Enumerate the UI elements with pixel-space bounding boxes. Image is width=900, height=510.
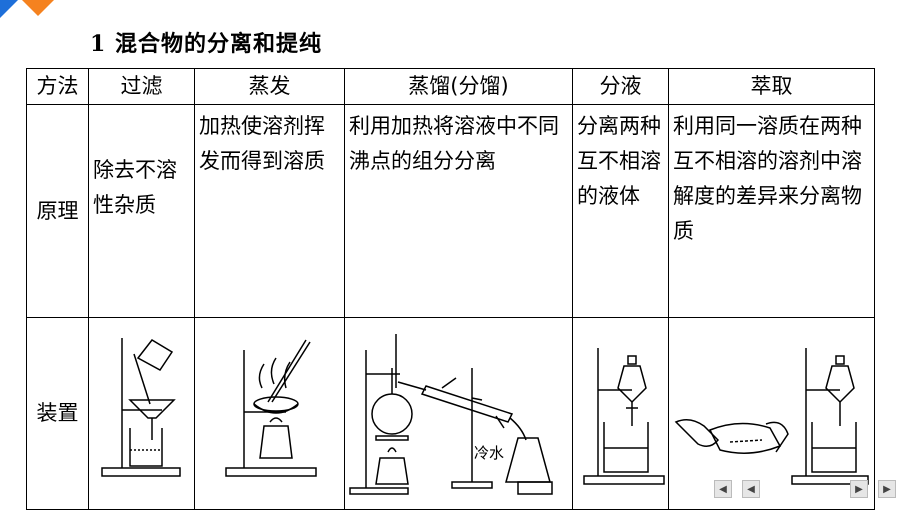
apparatus-extraction	[668, 317, 875, 510]
apparatus-distillation: 冷水	[344, 317, 573, 510]
header-filtration: 过滤	[88, 68, 195, 105]
row-label-principle: 原理	[26, 104, 89, 318]
header-distillation: 蒸馏(分馏)	[344, 68, 573, 105]
principle-filtration: 除去不溶性杂质	[88, 104, 195, 318]
principle-distillation: 利用加热将溶液中不同沸点的组分分离	[344, 104, 573, 318]
principle-separation: 分离两种互不相溶的液体	[572, 104, 669, 318]
separation-apparatus-image	[582, 348, 665, 485]
header-evaporation: 蒸发	[194, 68, 345, 105]
evaporation-apparatus-image	[224, 339, 317, 477]
corner-decoration	[0, 0, 54, 18]
principle-evaporation: 加热使溶剂挥发而得到溶质	[194, 104, 345, 318]
next-page-button[interactable]: ▶	[850, 480, 868, 498]
previous-page-icon: ◀	[747, 483, 755, 495]
separation-methods-table: 方法 过滤 蒸发 蒸馏(分馏) 分液 萃取 原理 除去不溶性杂质 加热使溶剂挥发…	[26, 68, 875, 510]
filtration-apparatus-image	[100, 338, 181, 477]
next-page-icon: ▶	[855, 483, 863, 495]
header-extraction: 萃取	[668, 68, 875, 105]
first-page-icon: ◀	[719, 483, 727, 495]
last-page-button[interactable]: ▶	[878, 480, 896, 498]
header-method: 方法	[26, 68, 89, 105]
table-row-apparatus: 装置	[26, 317, 875, 510]
page-title: 1 混合物的分离和提纯	[90, 31, 322, 57]
first-page-button[interactable]: ◀	[714, 480, 732, 498]
apparatus-filtration	[88, 317, 195, 510]
table-row-principle: 原理 除去不溶性杂质 加热使溶剂挥发而得到溶质 利用加热将溶液中不同沸点的组分分…	[26, 104, 875, 318]
nav-left-group: ◀ ◀	[714, 480, 760, 498]
cold-water-label: 冷水	[474, 444, 504, 462]
extraction-apparatus-image	[674, 348, 869, 485]
header-separation: 分液	[572, 68, 669, 105]
apparatus-evaporation	[194, 317, 345, 510]
table-header-row: 方法 过滤 蒸发 蒸馏(分馏) 分液 萃取	[26, 68, 875, 105]
previous-page-button[interactable]: ◀	[742, 480, 760, 498]
nav-right-group: ▶ ▶	[850, 480, 896, 498]
row-label-apparatus: 装置	[26, 317, 89, 510]
principle-extraction: 利用同一溶质在两种互不相溶的溶剂中溶解度的差异来分离物质	[668, 104, 875, 318]
distillation-apparatus-image: 冷水	[348, 334, 553, 495]
last-page-icon: ▶	[883, 483, 891, 495]
apparatus-separation	[572, 317, 669, 510]
